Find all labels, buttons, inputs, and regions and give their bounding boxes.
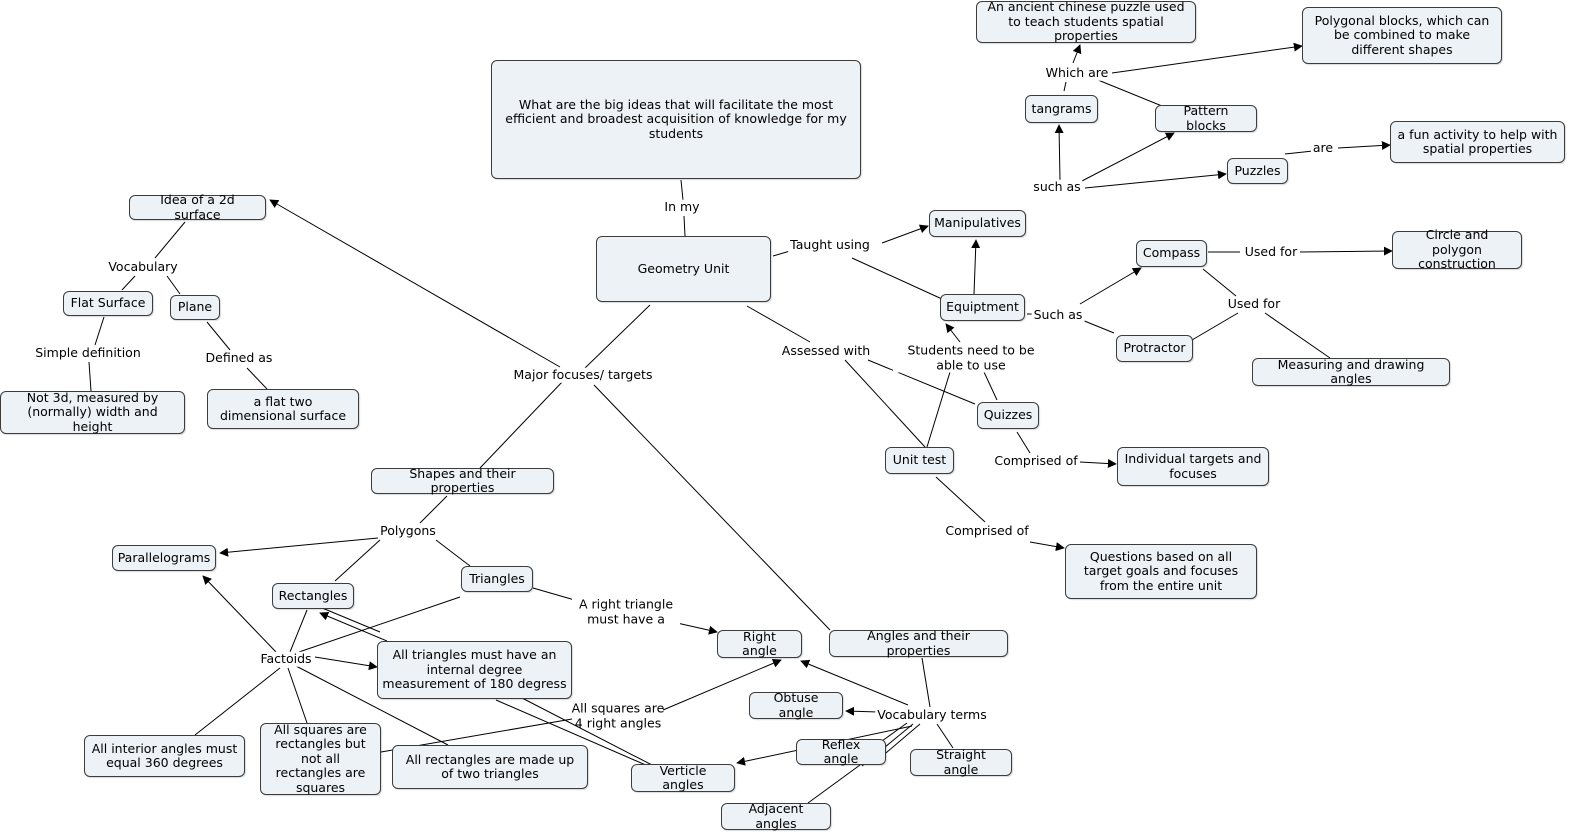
link-used-for-protractor: Used for — [1225, 295, 1283, 312]
link-defined-as: Defined as — [203, 349, 275, 366]
concept-geometry-unit[interactable]: Geometry Unit — [596, 236, 771, 302]
link-comprised-test: Comprised of — [943, 522, 1031, 539]
concept-measuring-angles[interactable]: Measuring and drawing angles — [1252, 357, 1450, 386]
concept-protractor[interactable]: Protractor — [1116, 335, 1193, 362]
link-in-my: In my — [662, 198, 702, 215]
concept-unit-test[interactable]: Unit test — [885, 447, 954, 474]
link-students-need: Students need to be able to use — [893, 343, 1049, 373]
link-taught-using: Taught using — [788, 236, 872, 253]
concept-big-ideas[interactable]: What are the big ideas that will facilit… — [491, 60, 861, 179]
concept-angles-properties[interactable]: Angles and their properties — [829, 628, 1008, 657]
concept-shapes-properties[interactable]: Shapes and their properties — [371, 466, 554, 495]
link-used-for-compass: Used for — [1242, 243, 1300, 260]
concept-right-angle[interactable]: Right angle — [717, 629, 802, 658]
concept-adjacent-angles[interactable]: Adjacent angles — [721, 801, 831, 830]
concept-pattern-blocks[interactable]: Pattern blocks — [1155, 103, 1257, 132]
concept-triangles[interactable]: Triangles — [461, 566, 533, 592]
concept-polygonal-blocks[interactable]: Polygonal blocks, which can be combined … — [1302, 7, 1502, 64]
link-factoids: Factoids — [258, 650, 314, 667]
concept-quizzes[interactable]: Quizzes — [977, 402, 1039, 429]
concept-flat-surface[interactable]: Flat Surface — [63, 291, 153, 316]
concept-reflex-angle[interactable]: Reflex angle — [796, 737, 886, 766]
concept-circle-polygon[interactable]: Circle and polygon construction — [1392, 228, 1522, 271]
concept-parallelograms[interactable]: Parallelograms — [112, 545, 216, 571]
concept-interior-360[interactable]: All interior angles must equal 360 degre… — [84, 735, 245, 777]
link-major-focuses: Major focuses/ targets — [511, 366, 655, 383]
concept-puzzles[interactable]: Puzzles — [1227, 158, 1288, 184]
link-simple-definition: Simple definition — [33, 344, 143, 361]
concept-not-3d[interactable]: Not 3d, measured by (normally) width and… — [0, 390, 185, 434]
link-right-triangle: A right triangle must have a — [572, 597, 680, 627]
concept-rectangles[interactable]: Rectangles — [272, 583, 354, 609]
link-assessed-with: Assessed with — [779, 342, 873, 359]
concept-compass[interactable]: Compass — [1136, 240, 1207, 267]
link-are: are — [1310, 139, 1336, 156]
concept-fun-activity[interactable]: a fun activity to help with spatial prop… — [1390, 121, 1565, 163]
concept-squares-rectangles[interactable]: All squares are rectangles but not all r… — [260, 722, 381, 795]
concept-obtuse-angle[interactable]: Obtuse angle — [749, 690, 843, 719]
concept-manipulatives[interactable]: Manipulatives — [929, 210, 1026, 237]
concept-straight-angle[interactable]: Straight angle — [910, 747, 1012, 776]
concept-verticle-angles[interactable]: Verticle angles — [631, 763, 735, 792]
link-such-as-equip: Such as — [1031, 306, 1085, 323]
concept-individual-targets[interactable]: Individual targets and focuses — [1117, 447, 1269, 486]
link-comprised-quiz: Comprised of — [992, 452, 1080, 469]
link-vocabulary: Vocabulary — [106, 258, 180, 275]
concept-questions-all[interactable]: Questions based on all target goals and … — [1065, 544, 1257, 599]
link-vocabulary-terms: Vocabulary terms — [875, 706, 989, 723]
link-polygons: Polygons — [378, 522, 438, 539]
concept-tangrams[interactable]: tangrams — [1025, 95, 1098, 123]
link-squares-4-right: All squares are 4 right angles — [571, 700, 665, 730]
link-such-as-manip: such as — [1031, 178, 1083, 195]
concept-plane[interactable]: Plane — [170, 295, 220, 320]
concept-rectangles-two-triangles[interactable]: All rectangles are made up of two triang… — [392, 745, 588, 789]
concept-equiptment[interactable]: Equiptment — [940, 294, 1025, 321]
concept-ancient-puzzle[interactable]: An ancient chinese puzzle used to teach … — [976, 0, 1196, 43]
concept-idea-2d-surface[interactable]: Idea of a 2d surface — [129, 192, 266, 221]
concept-flat-two-dim[interactable]: a flat two dimensional surface — [207, 389, 359, 429]
concept-triangles-180[interactable]: All triangles must have an internal degr… — [377, 641, 572, 699]
link-which-are: Which are — [1043, 64, 1111, 81]
